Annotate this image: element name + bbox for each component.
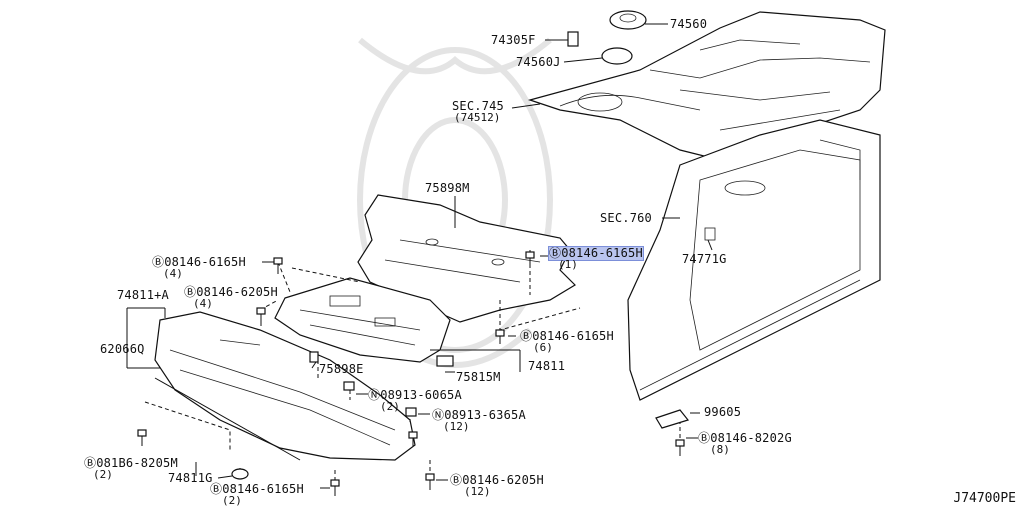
side-body-panel [627, 119, 881, 401]
callout-bolt-08146-6165H-2: Ⓑ08146-6165H [210, 482, 304, 496]
callout-sec-745-ref: (74512) [454, 111, 501, 124]
callout-bolt-08146-6205H-12: Ⓑ08146-6205H [450, 473, 544, 487]
callout-74560: 74560 [670, 17, 708, 31]
clip-icon [309, 351, 319, 363]
bolt-icon [425, 473, 435, 490]
callout-qty: (12) [443, 420, 470, 433]
callout-74305F: 74305F [491, 33, 536, 47]
callout-62066Q: 62066Q [100, 342, 145, 356]
fasteners [137, 251, 690, 496]
callout-74811G: 74811G [168, 471, 213, 485]
nut-icon [405, 407, 417, 417]
callout-qty: (6) [533, 341, 553, 354]
bolt-icon [525, 251, 535, 266]
callout-75898M: 75898M [425, 181, 470, 195]
callout-qty: (2) [380, 400, 400, 413]
leader-lines [126, 23, 713, 489]
callout-74811A: 74811+A [117, 288, 169, 302]
callout-qty: (2) [93, 468, 113, 481]
bolt-icon [273, 257, 283, 274]
under-cover-75898M [357, 194, 576, 323]
callout-bolt-08146-6205H: Ⓑ08146-6205H [184, 285, 278, 299]
bolt-icon [256, 307, 266, 326]
callout-bolt-08146-6165H-6: Ⓑ08146-6165H [520, 329, 614, 343]
bolt-icon [495, 329, 505, 344]
bolt-icon [675, 439, 685, 456]
bolt-icon [408, 431, 418, 446]
callout-qty: (4) [163, 267, 183, 280]
under-cover-74811 [274, 277, 451, 363]
callout-74560J: 74560J [516, 55, 561, 69]
callout-99605: 99605 [704, 405, 742, 419]
callout-qty: (1) [558, 258, 578, 271]
callout-nut-08913-6365A: Ⓝ08913-6365A [432, 408, 526, 422]
callout-74771G: 74771G [682, 252, 727, 266]
callout-bolt-081B6-8205M: Ⓑ081B6-8205M [84, 456, 178, 470]
strut-mount-74560 [567, 10, 647, 65]
callout-bolt-08146-6165H: Ⓑ08146-6165H [152, 255, 246, 269]
nut-icon [343, 381, 355, 391]
callout-sec-760: SEC.760 [600, 211, 652, 225]
bolt-icon [330, 479, 340, 496]
callout-bolt-08146-8202G: Ⓑ08146-8202G [698, 431, 792, 445]
front-under-cover-74811A [154, 311, 416, 461]
clip-icon [231, 468, 249, 480]
callout-qty: (8) [710, 443, 730, 456]
bracket-icon [655, 409, 690, 429]
callout-bolt-08146-6165H-highlighted[interactable]: Ⓑ08146-6165H [548, 246, 644, 261]
rear-floor-shell [527, 11, 886, 161]
callout-74811: 74811 [528, 359, 566, 373]
callout-sec-745: SEC.745 [452, 99, 504, 113]
diagram-reference-code: J74700PE [953, 491, 1016, 506]
bolt-icon [137, 429, 147, 446]
callout-75898E: 75898E [319, 362, 364, 376]
callout-qty: (4) [193, 297, 213, 310]
callout-75815M: 75815M [456, 370, 501, 384]
bracket-icon [436, 355, 454, 367]
callout-qty: (2) [222, 494, 242, 507]
callout-qty: (12) [464, 485, 491, 498]
callout-nut-08913-6065A: Ⓝ08913-6065A [368, 388, 462, 402]
